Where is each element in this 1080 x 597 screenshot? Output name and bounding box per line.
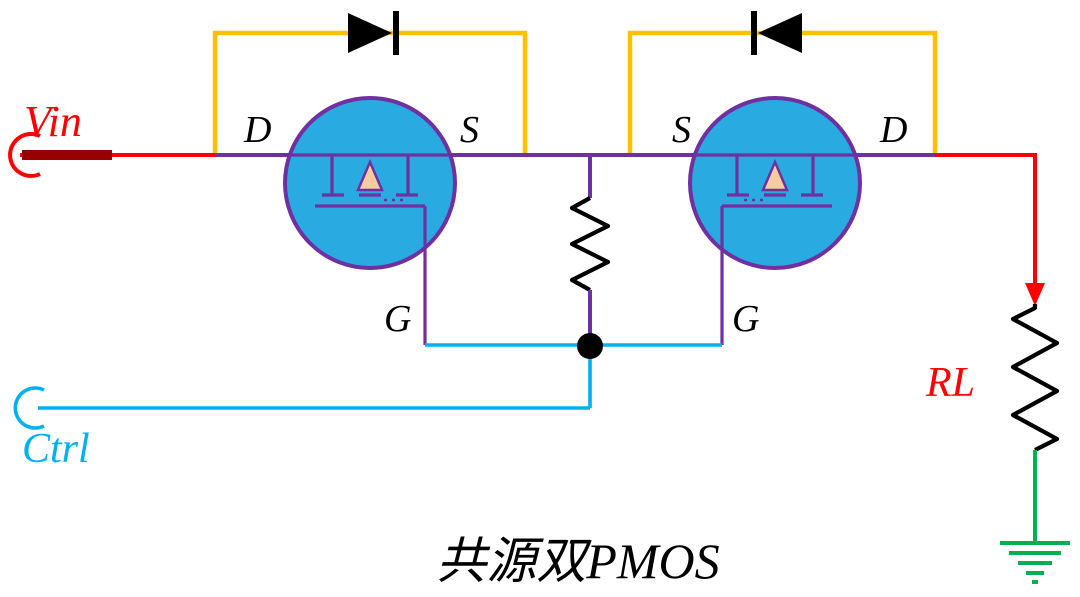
left-pmos-symbol [290, 153, 450, 345]
output-wire [935, 153, 1037, 288]
right-pmos-source-label: S [672, 109, 691, 151]
left-pmos-source-label: S [460, 109, 479, 151]
vin-port-connector [8, 132, 41, 178]
right-body-diode [751, 11, 802, 55]
right-pmos-symbol [695, 153, 855, 345]
rl-resistor [1010, 304, 1060, 452]
gate-junction-dot [577, 333, 603, 359]
left-pmos-drain-label: D [243, 109, 271, 151]
right-pmos-body-arrow-icon [761, 158, 789, 192]
vin-label: Vin [24, 97, 82, 146]
left-pmos-body-arrow-icon [356, 158, 384, 192]
left-body-diode [348, 11, 399, 55]
ground-icon [1000, 541, 1070, 584]
gate-source-resistor [569, 196, 611, 292]
right-pmos-gate-label: G [732, 298, 759, 340]
right-pmos-drain-label: D [879, 109, 907, 151]
left-pmos-gate-label: G [384, 298, 411, 340]
current-arrow-icon [1025, 283, 1045, 306]
rl-label: RL [925, 360, 975, 406]
right-diode-triangle [758, 13, 802, 53]
ctrl-port-connector [13, 386, 45, 430]
left-diode-triangle [348, 13, 392, 53]
diagram-title: 共源双PMOS [436, 533, 719, 589]
ctrl-label: Ctrl [22, 426, 90, 472]
